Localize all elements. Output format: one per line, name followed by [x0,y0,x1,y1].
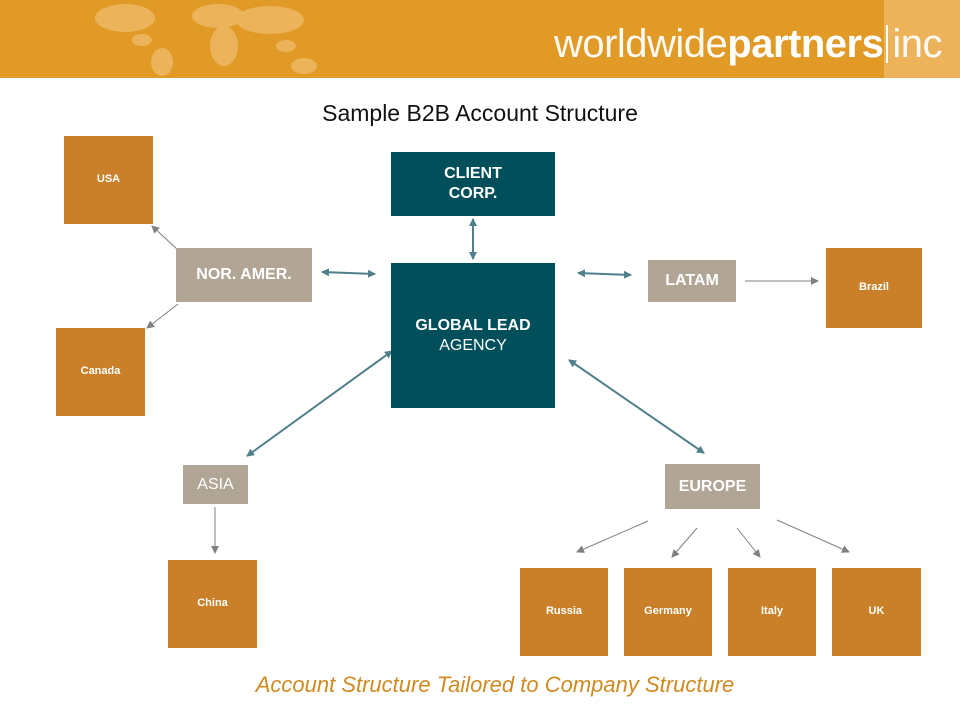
logo-bold-text: partners [727,22,884,66]
russia-node: Russia [520,568,608,656]
europe-node: EUROPE [665,464,760,509]
china-node: China [168,560,257,648]
arrow-europe-russia [576,520,649,553]
client-corp-node: CLIENT CORP. [391,152,555,216]
arrow-global-europe [568,359,705,454]
arrow-noramer-global [321,268,376,278]
brazil-node: Brazil [826,248,922,328]
brazil-label: Brazil [859,281,889,294]
page-title: Sample B2B Account Structure [322,100,638,126]
uk-node: UK [832,568,921,656]
italy-label: Italy [760,605,783,618]
arrow-global-asia [246,350,393,457]
latam-node: LATAM [648,260,736,302]
china-label: China [197,597,228,610]
uk-label: UK [868,605,885,618]
arrow-europe-germany [671,527,698,558]
logo-suffix-text: inc [892,22,942,66]
client-corp-line1: CLIENT [444,165,502,182]
italy-node: Italy [728,568,816,656]
russia-label: Russia [545,605,583,618]
latam-label: LATAM [665,272,719,289]
nor-amer-node: NOR. AMER. [176,248,312,302]
asia-node: ASIA [183,465,248,504]
global-lead-line2: AGENCY [439,336,507,354]
arrow-europe-uk [776,519,850,553]
arrow-noramer-canada [146,303,179,329]
arrow-global-latam [577,269,632,279]
germany-node: Germany [624,568,712,656]
world-map-icon [95,4,317,76]
logo-light-text: worldwide [553,22,728,66]
banner-accent-strip [884,0,960,78]
canada-node: Canada [56,328,145,416]
germany-label: Germany [644,605,692,618]
footer-subtitle: Account Structure Tailored to Company St… [255,672,735,697]
global-lead-agency-node: GLOBAL LEAD AGENCY [391,263,555,408]
arrow-europe-italy [736,527,761,558]
logo-divider [886,25,889,63]
global-lead-line1: GLOBAL LEAD [415,316,531,334]
usa-label: USA [96,173,121,186]
usa-node: USA [64,136,153,224]
client-corp-line2: CORP. [448,185,498,202]
arrow-noramer-usa [151,225,179,251]
nor-amer-label: NOR. AMER. [196,266,292,283]
europe-label: EUROPE [678,477,747,495]
canada-label: Canada [80,365,121,378]
asia-label: ASIA [197,475,234,493]
